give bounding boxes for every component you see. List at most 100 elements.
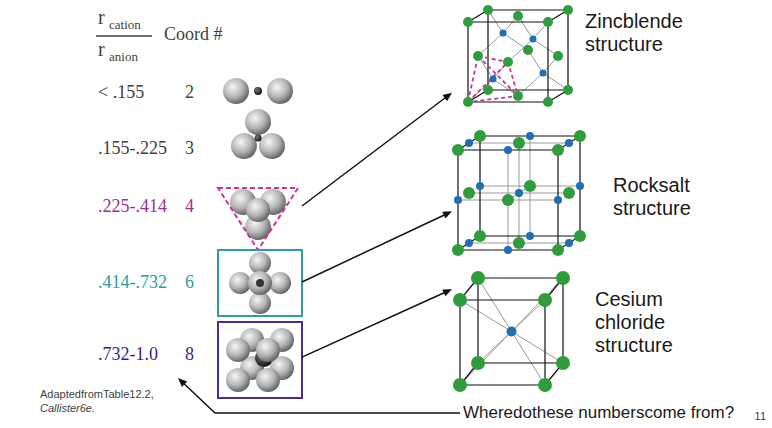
ratio-row: .155-.2253 [92,134,302,162]
cesium-chloride-cell-part-part [460,300,545,385]
coord-6-spheres [218,250,302,316]
coord-4-spheres-part [218,188,298,250]
rocksalt-cell-part-part [574,230,586,242]
cesium-chloride-cell-part [460,278,563,385]
cesium-chloride-cell-part-part [512,278,564,332]
cesium-chloride-cell-part-part [460,332,512,386]
rocksalt-cell-part-part [502,194,514,206]
rocksalt-cell-part-part [526,132,534,140]
cesium-chloride-cell-part-part [478,278,563,363]
column-heading: Coord # [164,24,223,45]
rocksalt-cell-part-part [563,187,575,199]
cesium-chloride-cell-part-part [538,378,552,392]
ratio-row: .225-.414 4 [92,192,302,220]
arrow-head [443,93,452,101]
coord-6-spheres-part [229,272,251,294]
rocksalt-cell-part-part [452,244,464,256]
coord-4-spheres-part [246,198,270,222]
rocksalt-cell-part-part [524,180,536,192]
zincblende-cell-part-part [513,11,523,21]
coord-6-spheres-part [248,271,272,295]
cesium-chloride-cell-part-part [512,332,546,386]
rocksalt-cell-part-part [565,239,573,247]
cesium-chloride-cell-part [471,271,570,370]
coord-8-spheres-part [226,338,250,362]
zincblende-cell-part-part [543,97,553,107]
rocksalt-cell-part-part [574,130,586,142]
zincblende-cell-part-part [523,45,533,55]
page-number: 11 [755,410,766,423]
cesium-chloride-cell-part-part [453,293,467,307]
rocksalt-cell-part [458,136,580,250]
connector-arrow [178,378,460,413]
rocksalt-cell-part-part [513,237,525,249]
zincblende-cell-part-part [463,17,473,27]
zincblende-cell-part-part [540,70,547,77]
rocksalt-cell-part-part [576,182,584,190]
coordination-number: 6 [185,272,194,293]
coordination-number: 4 [185,196,194,217]
rocksalt-cell-part [452,130,586,256]
coord-3-spheres-part [231,133,257,159]
coord-3-spheres-part [255,135,262,142]
zincblende-cell-part-part [490,76,497,83]
cesium-chloride-cell-part-part [471,271,485,285]
rocksalt-cell-part-part [552,244,564,256]
fraction-bar-part [96,35,152,36]
rocksalt-cell-part-part [480,136,580,236]
zincblende-cell-part-part [473,51,483,61]
ratio-row: .414-.732 6 [92,268,302,296]
cesium-chloride-cell-part [507,327,517,337]
coord-8-spheres-part [256,368,280,392]
rocksalt-cell-part-part [465,239,473,247]
connector-line [184,384,460,414]
rocksalt-cell-part-part [526,232,534,240]
zincblende-cell-part-part [553,51,563,61]
coord-4-spheres [218,188,298,250]
coordination-number: 8 [185,344,194,365]
crystal-structure: Rocksalt structure [452,132,752,254]
rocksalt-cell-part-part [504,246,512,254]
zincblende-cell-part-part [530,36,537,43]
zincblende-cell-part-part [563,5,573,15]
coord-3-spheres [231,109,285,159]
zincblende-cell-part-part [468,62,518,102]
zincblende-cell-part-part [518,73,543,96]
connector-line [302,98,446,207]
cesium-chloride-cell-part-part [512,332,564,364]
rocksalt-cell-part-part [465,139,473,147]
zincblende-cell-part-part [508,39,533,62]
cesium-chloride-cell-part-part [556,356,570,370]
cesium-chloride-cell-part-part [471,356,485,370]
connector-arrow [302,93,452,206]
structure-name: Rocksalt structure [613,174,733,220]
ratio-range: .732-1.0 [98,344,158,365]
cesium-chloride-cell-part-part [538,293,552,307]
rocksalt-cell-part-part [474,230,486,242]
source-note: Callister6e. [40,402,95,415]
zincblende-cell-part-part [543,17,553,27]
ratio-range: .225-.414 [98,196,167,217]
ratio-range: .414-.732 [98,272,167,293]
zincblende-cell-part-part [468,56,478,102]
coord-6-spheres-part [218,250,302,316]
rocksalt-cell-part-part [565,139,573,147]
coord-2-spheres-part [254,87,262,95]
arrow-head [178,378,187,387]
arrow-head [442,211,452,218]
structure-name: Cesium chloride structure [595,288,705,357]
rocksalt-cell-part-part [454,196,462,204]
source-note: AdaptedfromTable12.2, [40,388,154,401]
cesium-chloride-cell-part-part [556,271,570,285]
rocksalt-cell-part-part [452,144,464,156]
ratio-subscript: anion [109,50,138,65]
ratio-symbol: r [98,6,105,29]
fraction-bar [96,36,152,37]
connector-line [302,215,445,282]
zincblende-cell-part-part [500,30,507,37]
coordination-number: 2 [185,82,194,103]
zincblende-cell-part [468,10,568,102]
zincblende-cell-part [468,10,568,102]
rocksalt-cell-part-part [515,189,523,197]
